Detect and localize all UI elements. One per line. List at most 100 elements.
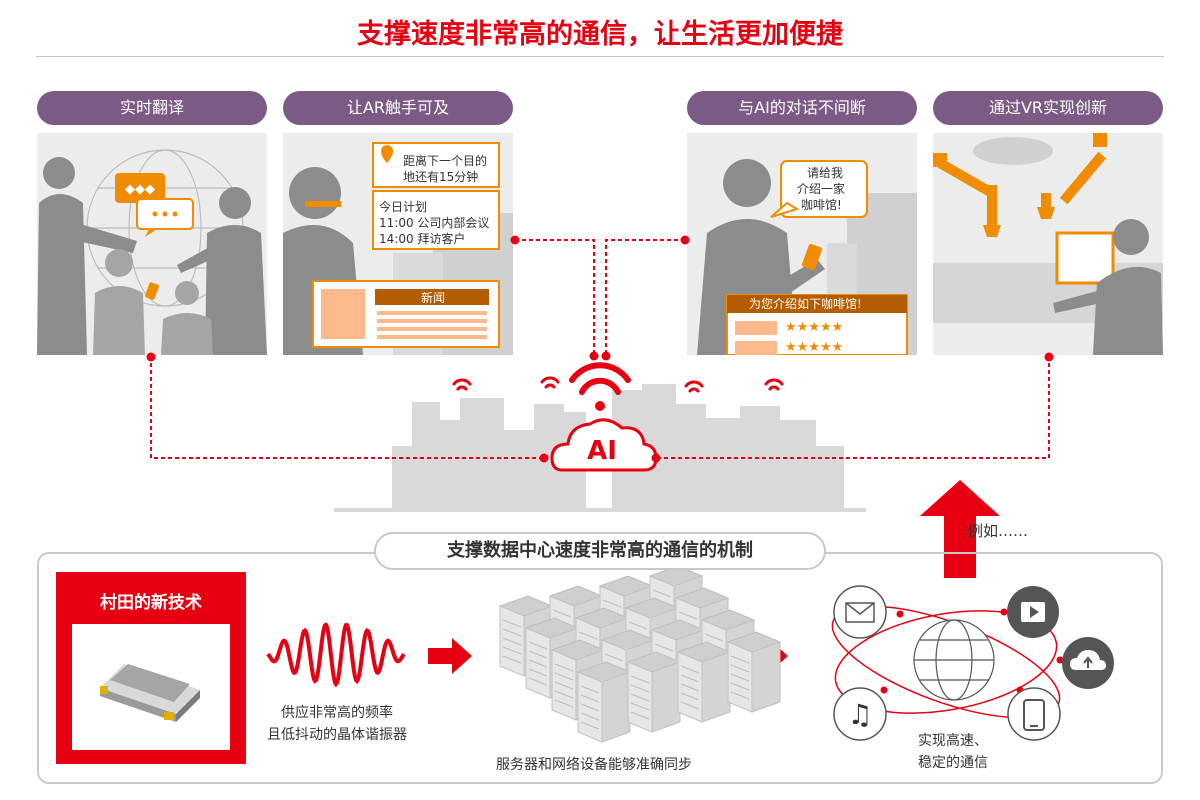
server-slot <box>502 637 522 646</box>
cloud-upload-icon <box>1062 637 1114 689</box>
svg-text:◆◆◆: ◆◆◆ <box>125 182 155 197</box>
robot-arm-right <box>1037 133 1107 219</box>
panel-ai-conversation: 请给我 介绍一家 咖啡馆! 为您介绍如下咖啡馆! ★★★★★ ★★★★★ <box>687 133 917 355</box>
high-frequency-wave-icon <box>266 622 406 688</box>
server-slot <box>730 682 750 691</box>
panel-ar: 距离下一个目的 地还有15分钟 今日计划 11:00 公司内部会议 14:00 … <box>283 133 513 355</box>
svg-text:♫: ♫ <box>847 698 872 731</box>
ai-label: AI <box>587 436 617 466</box>
server-slot <box>528 641 548 650</box>
crystal-caption-1: 供应非常高的频率 <box>281 705 393 721</box>
server-slot <box>580 721 600 730</box>
server-slot <box>680 665 700 674</box>
server-slot <box>580 694 600 703</box>
pill-ar: 让AR触手可及 <box>283 91 513 125</box>
server-slot <box>628 621 648 630</box>
server-slot <box>604 653 624 662</box>
vr-illustration <box>933 133 1163 355</box>
server-slot <box>654 643 674 652</box>
wifi-icons <box>452 362 784 395</box>
server-slot <box>502 619 522 628</box>
server-slot <box>730 691 750 700</box>
pill-vr: 通过VR实现创新 <box>933 91 1163 125</box>
ai-rating-2: ★★★★★ <box>785 340 844 355</box>
server-slot <box>730 664 750 673</box>
server-slot <box>580 685 600 694</box>
ar-news-label: 新闻 <box>421 291 446 305</box>
pill-ai-conversation: 与AI的对话不间断 <box>687 91 917 125</box>
murata-card-image-area <box>72 624 230 750</box>
network-links <box>150 239 1050 459</box>
server-slot <box>528 650 548 659</box>
server-slot <box>680 692 700 701</box>
panel-vr <box>933 133 1163 355</box>
network-caption-1: 实现高速、 <box>918 733 988 749</box>
example-label: 例如…… <box>968 522 1029 540</box>
video-play-icon <box>1007 586 1059 638</box>
music-icon: ♫ <box>833 687 887 741</box>
server-side <box>701 651 731 723</box>
server-slot <box>528 659 548 668</box>
page-title: 支撑速度非常高的通信，让生活更加便捷 <box>357 19 843 50</box>
ar-schedule-2: 14:00 拜访客户 <box>379 232 466 246</box>
server-side <box>601 671 631 743</box>
ar-schedule-title: 今日计划 <box>379 200 428 214</box>
ar-nav-line1: 距离下一个目的 <box>403 154 488 168</box>
server-slot <box>502 646 522 655</box>
server-slot <box>630 693 650 702</box>
ai-bubble-line1: 请给我 <box>807 166 844 180</box>
news-lines <box>377 311 487 339</box>
server-slot <box>578 631 598 640</box>
server-slot <box>630 702 650 711</box>
ai-recommend-header: 为您介绍如下咖啡馆! <box>749 297 862 311</box>
globe-network <box>831 605 1064 719</box>
city-skyline <box>334 384 866 512</box>
server-slot <box>630 684 650 693</box>
server-slot <box>528 677 548 686</box>
translation-illustration: ◆◆◆ <box>37 149 267 355</box>
murata-new-tech-card: 村田的新技术 <box>56 572 246 764</box>
server-slot <box>678 611 698 620</box>
server-slot <box>704 633 724 642</box>
server-slot <box>630 675 650 684</box>
server-slot <box>528 668 548 677</box>
murata-card-title: 村田的新技术 <box>100 593 202 613</box>
ar-nav-line2: 地还有15分钟 <box>403 170 479 184</box>
server-slot <box>602 599 622 608</box>
server-slot <box>580 703 600 712</box>
server-slot <box>580 712 600 721</box>
server-slot <box>502 628 522 637</box>
server-slot <box>680 701 700 710</box>
up-arrow-icon <box>920 480 1000 578</box>
title-divider <box>36 56 1164 57</box>
server-slot <box>730 655 750 664</box>
server-slot <box>680 683 700 692</box>
server-slot <box>680 674 700 683</box>
ar-schedule-1: 11:00 公司内部会议 <box>379 216 490 230</box>
crystal-caption-2: 且低抖动的晶体谐振器 <box>267 727 407 743</box>
server-caption: 服务器和网络设备能够准确同步 <box>496 757 692 773</box>
ai-conversation-illustration <box>697 159 917 355</box>
pill-realtime-translation: 实时翻译 <box>37 91 267 125</box>
server-slot <box>554 663 574 672</box>
server-slot <box>554 672 574 681</box>
mechanism-title: 支撑数据中心速度非常高的通信的机制 <box>374 532 826 570</box>
server-slot <box>630 711 650 720</box>
smartphone-icon <box>1007 687 1061 741</box>
panel-realtime-translation: ◆◆◆ <box>37 133 267 355</box>
server-side <box>751 641 781 713</box>
right-arrow-icon-1 <box>428 638 472 674</box>
server-slot <box>730 673 750 682</box>
server-rack-grid <box>498 565 782 743</box>
ar-illustration <box>283 142 513 355</box>
robot-arm-left <box>933 153 1001 237</box>
server-slot <box>554 699 574 708</box>
ai-bubble-line2: 介绍一家 <box>797 182 846 196</box>
server-slot <box>554 681 574 690</box>
network-caption-2: 稳定的通信 <box>918 755 988 771</box>
server-slot <box>552 609 572 618</box>
ai-bubble-line3: 咖啡馆! <box>801 198 842 212</box>
mail-icon <box>833 585 887 639</box>
server-slot <box>502 655 522 664</box>
